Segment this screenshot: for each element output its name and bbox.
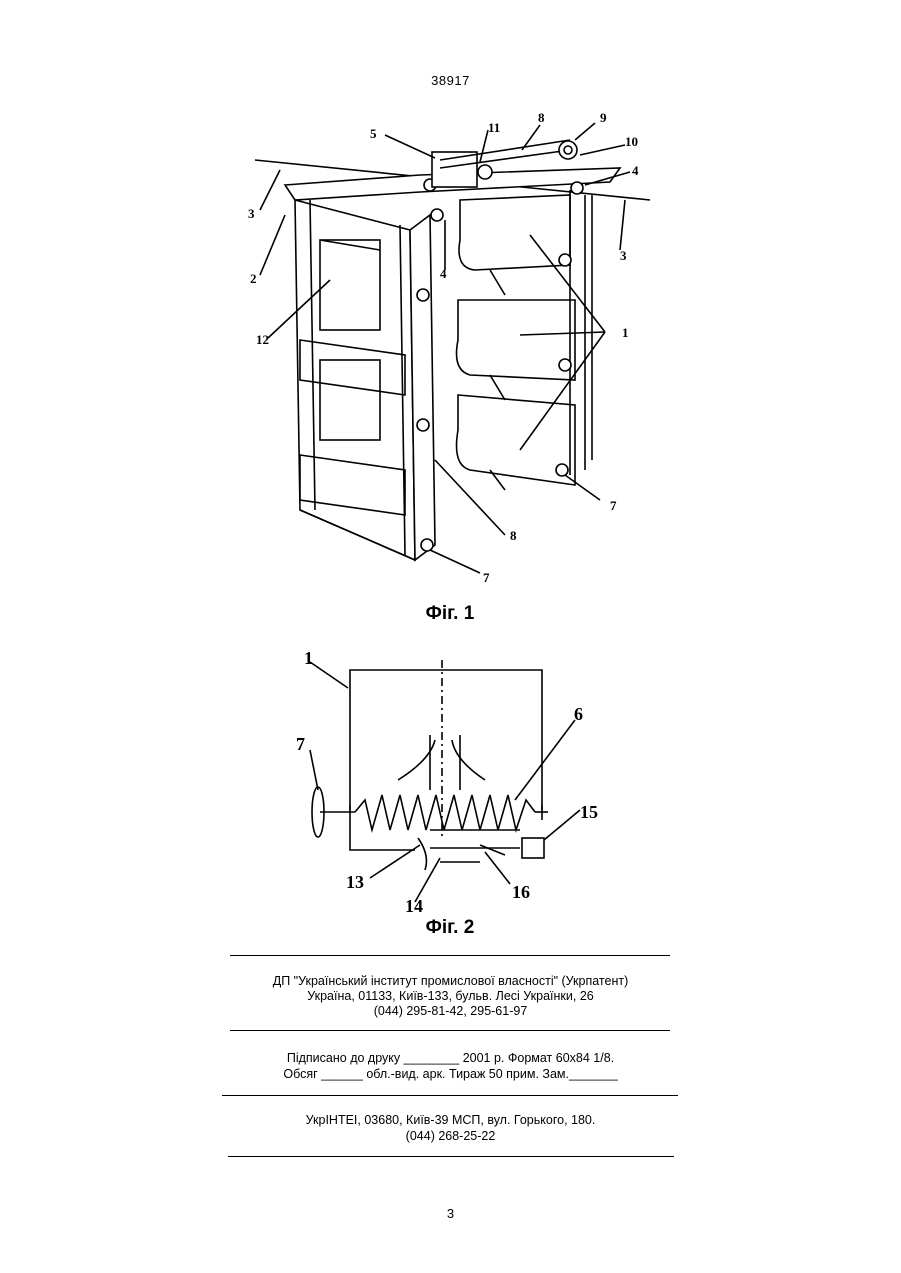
- fig1-label-7-right: 7: [610, 498, 617, 513]
- fig1-label-8-top: 8: [538, 110, 545, 125]
- fig1-label-11: 11: [488, 120, 500, 135]
- figure-2-drawing: 1 6 7 15 13 14 16: [290, 640, 620, 920]
- publisher-line-2: Україна, 01133, Київ-133, бульв. Лесі Ук…: [0, 989, 901, 1004]
- fig1-label-3-right: 3: [620, 248, 627, 263]
- fig2-label-13: 13: [346, 872, 364, 892]
- page-number: 3: [0, 1206, 901, 1221]
- printer-line-1: УкрІНТЕІ, 03680, Київ-39 МСП, вул. Горьк…: [0, 1113, 901, 1128]
- fig1-label-10: 10: [625, 134, 638, 149]
- fig2-label-6: 6: [574, 704, 583, 724]
- print-line-2: Обсяг ______ обл.-вид. арк. Тираж 50 при…: [0, 1067, 901, 1082]
- printer-line-2: (044) 268-25-22: [0, 1129, 901, 1144]
- fig1-label-8-bottom: 8: [510, 528, 517, 543]
- fig2-label-14: 14: [405, 896, 423, 916]
- fig2-label-7: 7: [296, 734, 305, 754]
- fig2-label-15: 15: [580, 802, 598, 822]
- fig1-label-3-left: 3: [248, 206, 255, 221]
- divider-1: [230, 955, 670, 956]
- fig1-label-2: 2: [250, 271, 257, 286]
- divider-4: [228, 1156, 674, 1157]
- figure-2-caption: Фіг. 2: [350, 917, 550, 939]
- fig2-label-16: 16: [512, 882, 530, 902]
- fig1-label-1: 1: [622, 325, 629, 340]
- publisher-line-1: ДП "Український інститут промислової вла…: [0, 974, 901, 989]
- fig1-label-5: 5: [370, 126, 377, 141]
- divider-2: [230, 1030, 670, 1031]
- fig1-label-4-center: 4: [440, 266, 447, 281]
- fig1-label-7-bottom: 7: [483, 570, 490, 585]
- publisher-line-3: (044) 295-81-42, 295-61-97: [0, 1004, 901, 1019]
- print-line-1: Підписано до друку ________ 2001 р. Форм…: [0, 1051, 901, 1066]
- divider-3: [222, 1095, 678, 1096]
- figure-1-drawing: 3 2 12 5 11 8 9 10 4 4 3 1 7 8 7: [240, 100, 660, 600]
- figure-1-caption: Фіг. 1: [350, 603, 550, 625]
- fig1-label-12: 12: [256, 332, 269, 347]
- document-number: 38917: [0, 73, 901, 88]
- fig1-label-9: 9: [600, 110, 607, 125]
- fig1-label-4-right: 4: [632, 163, 639, 178]
- fig2-label-1: 1: [304, 648, 313, 668]
